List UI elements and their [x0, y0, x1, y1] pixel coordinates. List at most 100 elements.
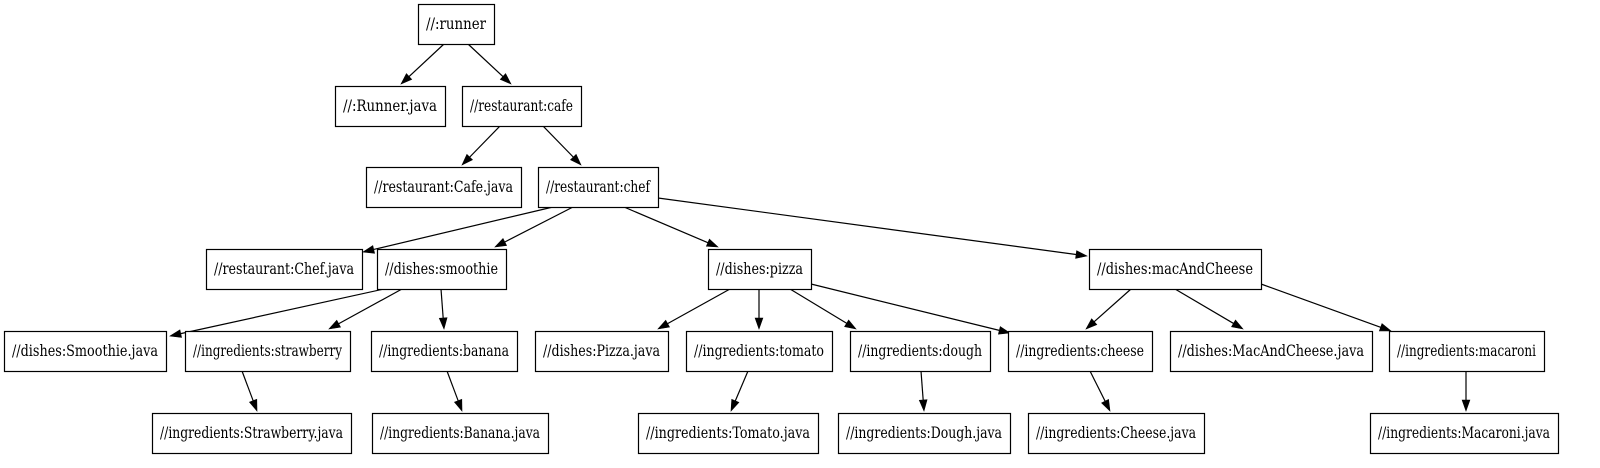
graph-edge: [1260, 283, 1392, 332]
graph-edge: [400, 43, 445, 85]
graph-edge: [657, 288, 731, 330]
edge-line: [657, 197, 1077, 256]
graph-node-restaurant-chef[interactable]: //restaurant:chef: [537, 166, 660, 209]
node-box[interactable]: [334, 85, 447, 128]
edge-arrowhead: [918, 399, 928, 412]
graph-edge: [169, 288, 385, 338]
node-label: //dishes:smoothie: [385, 260, 498, 278]
node-box[interactable]: [151, 412, 353, 455]
edge-arrowhead: [494, 237, 508, 248]
edge-arrowhead: [169, 329, 182, 338]
edge-line: [504, 206, 574, 243]
graph-node-ing-dough[interactable]: //ingredients:dough: [849, 330, 992, 373]
graph-edge: [467, 43, 512, 85]
node-label: //restaurant:chef: [546, 178, 651, 196]
edge-arrowhead: [657, 319, 670, 330]
node-box[interactable]: [1369, 412, 1560, 455]
node-label: //ingredients:Banana.java: [380, 424, 540, 442]
graph-node-ing-strawberry-java[interactable]: //ingredients:Strawberry.java: [151, 412, 353, 455]
node-box[interactable]: [370, 330, 519, 373]
edge-line: [373, 206, 554, 251]
edge-arrowhead: [362, 245, 375, 254]
edge-line: [1093, 288, 1132, 323]
graph-node-ing-strawberry[interactable]: //ingredients:strawberry: [184, 330, 352, 373]
node-box[interactable]: [184, 330, 352, 373]
graph-node-ing-macaroni-java[interactable]: //ingredients:Macaroni.java: [1369, 412, 1560, 455]
edge-arrowhead: [730, 398, 740, 412]
node-label: //dishes:pizza: [716, 260, 803, 278]
edge-line: [920, 370, 924, 401]
graph-node-ing-banana-java[interactable]: //ingredients:Banana.java: [371, 412, 550, 455]
graph-node-ing-tomato-java[interactable]: //ingredients:Tomato.java: [637, 412, 820, 455]
node-box[interactable]: [685, 330, 834, 373]
graph-node-restaurant-chef-java[interactable]: //restaurant:Chef.java: [205, 248, 364, 291]
node-box[interactable]: [1169, 330, 1374, 373]
graph-edge: [1174, 288, 1244, 330]
graph-node-ing-tomato[interactable]: //ingredients:tomato: [685, 330, 834, 373]
graph-edge: [241, 370, 258, 412]
graph-node-dishes-smoothie[interactable]: //dishes:smoothie: [376, 248, 508, 291]
graph-node-dishes-smoothie-java[interactable]: //dishes:Smoothie.java: [3, 330, 168, 373]
node-box[interactable]: [637, 412, 820, 455]
graph-edge: [623, 206, 719, 248]
graph-node-dishes-pizza-java[interactable]: //dishes:Pizza.java: [534, 330, 670, 373]
graph-node-ing-cheese[interactable]: //ingredients:cheese: [1007, 330, 1154, 373]
edge-line: [734, 370, 749, 402]
node-box[interactable]: [1027, 412, 1206, 455]
node-box[interactable]: [1388, 330, 1546, 373]
node-box[interactable]: [534, 330, 670, 373]
graph-node-dishes-pizza[interactable]: //dishes:pizza: [707, 248, 813, 291]
graph-node-ing-dough-java[interactable]: //ingredients:Dough.java: [837, 412, 1012, 455]
graph-node-runner-java[interactable]: //:Runner.java: [334, 85, 447, 128]
node-box[interactable]: [461, 85, 583, 128]
node-box[interactable]: [371, 412, 550, 455]
graph-node-dishes-mac-java[interactable]: //dishes:MacAndCheese.java: [1169, 330, 1374, 373]
graph-nodes-layer: //:runner //:Runner.java //restaurant:cafe…: [3, 3, 1560, 455]
edge-arrowhead: [1101, 398, 1111, 412]
graph-edge: [494, 206, 574, 248]
edge-line: [180, 288, 385, 335]
node-box[interactable]: [205, 248, 364, 291]
node-box[interactable]: [1007, 330, 1154, 373]
graph-node-restaurant-cafe[interactable]: //restaurant:cafe: [461, 85, 583, 128]
node-box[interactable]: [365, 166, 523, 209]
node-box[interactable]: [837, 412, 1012, 455]
edge-arrowhead: [844, 319, 857, 330]
edge-line: [469, 125, 501, 158]
node-label: //ingredients:Cheese.java: [1036, 424, 1196, 442]
graph-node-dishes-macandcheese[interactable]: //dishes:macAndCheese: [1088, 248, 1263, 291]
edge-line: [667, 288, 731, 325]
node-box[interactable]: [537, 166, 660, 209]
graph-edge: [754, 289, 764, 330]
node-label: //restaurant:Chef.java: [214, 260, 354, 278]
node-box[interactable]: [376, 248, 508, 291]
graph-node-restaurant-cafe-java[interactable]: //restaurant:Cafe.java: [365, 166, 523, 209]
graph-edge: [461, 125, 501, 166]
graph-edge: [328, 288, 403, 330]
edge-line: [338, 288, 403, 325]
node-label: //ingredients:Strawberry.java: [160, 424, 343, 442]
edge-line: [542, 125, 574, 158]
edge-arrowhead: [754, 317, 764, 330]
node-box[interactable]: [707, 248, 813, 291]
edge-arrowhead: [453, 398, 463, 412]
graph-node-ing-banana[interactable]: //ingredients:banana: [370, 330, 519, 373]
node-box[interactable]: [849, 330, 992, 373]
node-box[interactable]: [3, 330, 168, 373]
graph-node-ing-cheese-java[interactable]: //ingredients:Cheese.java: [1027, 412, 1206, 455]
graph-edge: [446, 370, 463, 412]
graph-edge: [1089, 370, 1111, 412]
edge-arrowhead: [570, 153, 582, 166]
node-label: //:runner: [426, 15, 487, 33]
edge-arrowhead: [1085, 318, 1098, 330]
node-label: //ingredients:banana: [379, 342, 509, 360]
graph-edge: [1085, 288, 1132, 330]
graph-node-ing-macaroni[interactable]: //ingredients:macaroni: [1388, 330, 1546, 373]
edge-arrowhead: [997, 326, 1011, 335]
graph-node-runner[interactable]: //:runner: [417, 3, 496, 46]
node-label: //ingredients:Macaroni.java: [1378, 424, 1550, 442]
node-box[interactable]: [417, 3, 496, 46]
node-box[interactable]: [1088, 248, 1263, 291]
node-label: //:Runner.java: [343, 97, 437, 115]
